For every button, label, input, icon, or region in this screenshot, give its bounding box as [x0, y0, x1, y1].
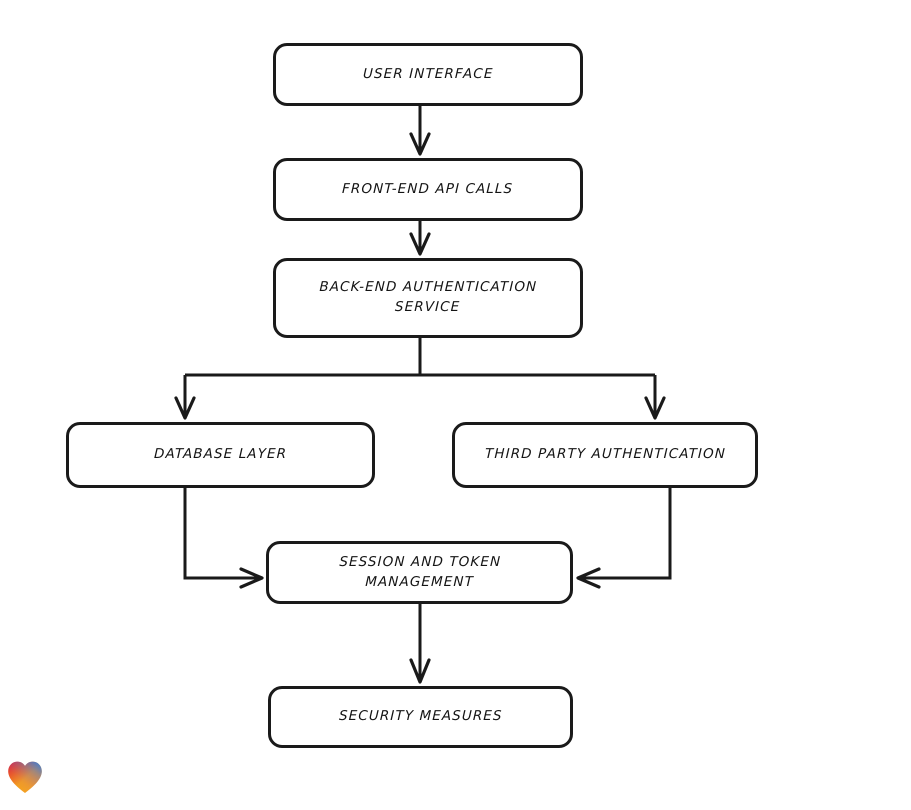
edge-third-party-to-session — [576, 488, 672, 589]
edge-session-to-security — [409, 604, 431, 684]
edge-backend-branch-bus — [185, 338, 655, 377]
node-security-measures[interactable]: SECURITY MEASURES — [268, 686, 573, 748]
node-session-and-token-management[interactable]: SESSION AND TOKEN MANAGEMENT — [266, 541, 573, 604]
node-security-measures-label: SECURITY MEASURES — [338, 708, 503, 725]
edge-database-to-session — [183, 488, 264, 589]
node-front-end-api-calls[interactable]: FRONT-END API CALLS — [273, 158, 583, 221]
edge-branch-to-third-party — [644, 375, 666, 420]
edge-ui-to-api — [409, 106, 431, 156]
node-back-end-authentication-service[interactable]: BACK-END AUTHENTICATION SERVICE — [273, 258, 583, 338]
node-database-layer[interactable]: DATABASE LAYER — [66, 422, 375, 488]
edge-branch-to-database — [174, 375, 196, 420]
node-user-interface[interactable]: USER INTERFACE — [273, 43, 583, 106]
node-session-and-token-management-label: SESSION AND TOKEN MANAGEMENT — [338, 553, 502, 590]
node-user-interface-label: USER INTERFACE — [362, 65, 494, 82]
edge-api-to-backend — [409, 221, 431, 256]
node-front-end-api-calls-label: FRONT-END API CALLS — [342, 180, 514, 197]
node-third-party-authentication-label: THIRD PARTY AUTHENTICATION — [484, 446, 726, 463]
heart-icon — [8, 761, 42, 793]
node-third-party-authentication[interactable]: THIRD PARTY AUTHENTICATION — [452, 422, 758, 488]
node-database-layer-label: DATABASE LAYER — [153, 446, 288, 463]
node-back-end-authentication-service-label: BACK-END AUTHENTICATION SERVICE — [319, 279, 538, 315]
